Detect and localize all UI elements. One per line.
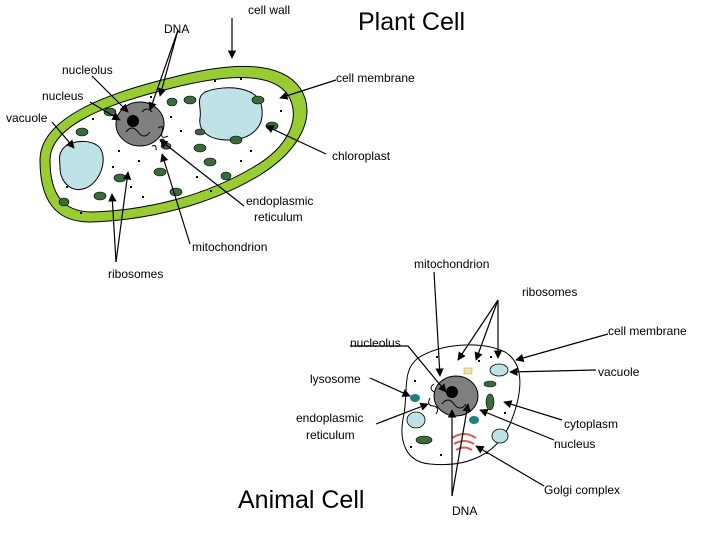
animal-label-nucleolus: nucleolus bbox=[350, 336, 401, 350]
animal-er bbox=[428, 383, 439, 415]
chloroplast bbox=[193, 143, 207, 153]
animal-vacuole bbox=[489, 363, 509, 377]
animal-label-ribosomes: ribosomes bbox=[522, 285, 577, 299]
mitochondrion bbox=[483, 380, 497, 388]
plant-label-dna: DNA bbox=[164, 22, 189, 36]
animal-cell: Animal Cell mitochondrion ribosomes cell… bbox=[238, 257, 687, 518]
animal-label-lysosome: lysosome bbox=[310, 372, 361, 386]
plant-vacuole-large bbox=[199, 87, 263, 141]
chloroplast bbox=[203, 157, 217, 167]
chloroplast bbox=[251, 95, 265, 105]
animal-label-cytoplasm: cytoplasm bbox=[564, 417, 618, 431]
plant-label-ribosomes: ribosomes bbox=[108, 267, 163, 281]
chloroplast bbox=[93, 191, 107, 201]
animal-label-mitochondrion: mitochondrion bbox=[414, 257, 489, 271]
chloroplast bbox=[113, 173, 127, 183]
animal-label-nucleus: nucleus bbox=[554, 437, 595, 451]
plant-label-cell-wall: cell wall bbox=[248, 3, 290, 17]
animal-vacuole bbox=[406, 411, 426, 429]
plant-vacuole-small bbox=[59, 141, 104, 190]
plant-label-er-line1: endoplasmic bbox=[246, 194, 313, 208]
plant-dna bbox=[125, 108, 153, 137]
animal-lysosome bbox=[469, 416, 479, 424]
animal-mitochondria bbox=[415, 380, 497, 445]
plant-label-cell-membrane: cell membrane bbox=[336, 71, 415, 85]
chloroplast bbox=[75, 127, 89, 137]
plant-label-chloroplast: chloroplast bbox=[332, 149, 391, 163]
mitochondrion bbox=[194, 128, 206, 136]
animal-nucleolus bbox=[446, 386, 458, 398]
animal-vacuole bbox=[491, 428, 509, 444]
animal-centriole bbox=[463, 367, 473, 375]
plant-chloroplasts bbox=[58, 95, 279, 207]
animal-leader-lines bbox=[350, 271, 609, 497]
plant-cell: Plant Cell cell wall DNA nucleolus cell … bbox=[6, 3, 465, 281]
plant-leader-lines bbox=[51, 18, 337, 263]
animal-nucleus bbox=[433, 375, 479, 417]
animal-label-er-line2: reticulum bbox=[306, 428, 355, 442]
plant-cell-title: Plant Cell bbox=[358, 8, 465, 36]
plant-ribosomes bbox=[66, 78, 282, 214]
chloroplast bbox=[229, 135, 243, 145]
animal-dna bbox=[441, 399, 467, 409]
animal-label-dna: DNA bbox=[452, 504, 477, 518]
plant-nucleus bbox=[115, 101, 165, 147]
animal-lysosome bbox=[410, 394, 420, 402]
plant-label-nucleus: nucleus bbox=[42, 89, 83, 103]
plant-nucleolus bbox=[127, 115, 139, 127]
animal-cell-title: Animal Cell bbox=[238, 486, 364, 514]
animal-label-vacuole: vacuole bbox=[598, 365, 640, 379]
animal-label-golgi: Golgi complex bbox=[544, 483, 620, 497]
chloroplast bbox=[183, 95, 197, 105]
animal-golgi bbox=[451, 433, 477, 451]
chloroplast bbox=[58, 197, 70, 207]
plant-label-nucleolus: nucleolus bbox=[62, 63, 113, 77]
animal-label-er-line1: endoplasmic bbox=[296, 411, 363, 425]
chloroplast bbox=[166, 97, 178, 107]
plant-label-er-line2: reticulum bbox=[254, 210, 303, 224]
mitochondrion bbox=[485, 393, 495, 411]
mitochondrion bbox=[415, 435, 433, 445]
plant-label-vacuole: vacuole bbox=[6, 111, 48, 125]
animal-label-cell-membrane: cell membrane bbox=[608, 324, 687, 338]
chloroplast bbox=[153, 167, 167, 177]
chloroplast bbox=[169, 187, 183, 197]
chloroplast bbox=[220, 171, 232, 181]
plant-label-mitochondrion: mitochondrion bbox=[192, 240, 267, 254]
